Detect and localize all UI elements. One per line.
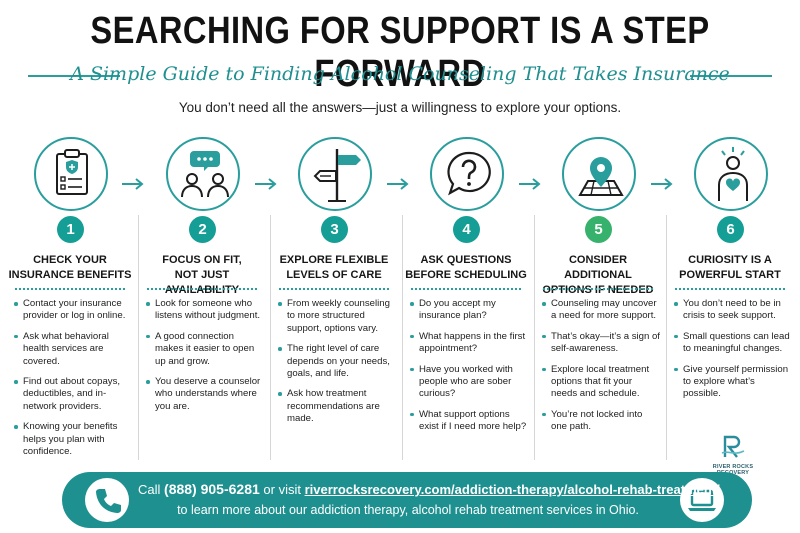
column-divider: [534, 215, 535, 460]
step-number: 1: [57, 216, 84, 243]
two-people-chat-icon: [166, 137, 240, 211]
subtitle-row: A Simple Guide to Finding Alcohol Counse…: [0, 63, 800, 89]
list-item: The right level of care depends on your …: [278, 343, 396, 380]
list-item: Ask what behavioral health services are …: [14, 331, 132, 368]
column-divider: [270, 215, 271, 460]
page-subtitle: A Simple Guide to Finding Alcohol Counse…: [70, 63, 730, 85]
arrow-right-icon: [122, 178, 144, 190]
river-rocks-logo-icon: [721, 435, 745, 458]
contact-banner: [62, 472, 752, 528]
step-bullets: Do you accept my insurance plan? What ha…: [410, 298, 528, 442]
list-item: What happens in the first appointment?: [410, 331, 528, 356]
banner-description: to learn more about our addiction therap…: [177, 503, 639, 517]
dotted-divider: [15, 288, 125, 290]
map-pin-icon: [562, 137, 636, 211]
call-prefix: Call: [138, 482, 161, 497]
step-number: 6: [717, 216, 744, 243]
signpost-icon: [298, 137, 372, 211]
list-item: You don’t need to be in crisis to seek s…: [674, 298, 792, 323]
subtitle-rule-right: [690, 75, 772, 77]
step-number: 4: [453, 216, 480, 243]
column-divider: [138, 215, 139, 460]
list-item: You’re not locked into one path.: [542, 409, 660, 434]
list-item: Counseling may uncover a need for more s…: [542, 298, 660, 323]
step-bullets: Counseling may uncover a need for more s…: [542, 298, 660, 442]
phone-icon[interactable]: [85, 478, 129, 522]
subtitle-rule-left: [28, 75, 120, 77]
list-item: Find out about copays, deductibles, and …: [14, 376, 132, 413]
step-bullets: Look for someone who listens without jud…: [146, 298, 264, 421]
step-number: 2: [189, 216, 216, 243]
list-item: Knowing your benefits helps you plan wit…: [14, 421, 132, 458]
step-number: 5: [585, 216, 612, 243]
list-item: From weekly counseling to more structure…: [278, 298, 396, 335]
list-item: That’s okay—it’s a sign of self-awarenes…: [542, 331, 660, 356]
brand-logo: RIVER ROCKS RECOVERY: [703, 433, 763, 476]
tagline: You don’t need all the answers—just a wi…: [178, 100, 622, 115]
page-title: SEARCHING FOR SUPPORT IS A STEP FORWARD: [90, 10, 710, 95]
step-bullets: From weekly counseling to more structure…: [278, 298, 396, 434]
arrow-right-icon: [387, 178, 409, 190]
question-bubble-icon: [430, 137, 504, 211]
arrow-right-icon: [255, 178, 277, 190]
list-item: Give yourself permission to explore what…: [674, 364, 792, 401]
step-number: 3: [321, 216, 348, 243]
clipboard-checklist-icon: [34, 137, 108, 211]
dotted-divider: [147, 288, 257, 290]
person-heart-icon: [694, 137, 768, 211]
phone-number-link[interactable]: (888) 905-6281: [164, 481, 260, 497]
dotted-divider: [279, 288, 389, 290]
list-item: Do you accept my insurance plan?: [410, 298, 528, 323]
list-item: Small questions can lead to meaningful c…: [674, 331, 792, 356]
list-item: Ask how treatment recommendations are ma…: [278, 388, 396, 425]
step-bullets: Contact your insurance provider or log i…: [14, 298, 132, 466]
list-item: What support options exist if I need mor…: [410, 409, 528, 434]
list-item: Explore local treatment options that fit…: [542, 364, 660, 401]
arrow-right-icon: [651, 178, 673, 190]
column-divider: [666, 215, 667, 460]
laptop-icon[interactable]: [680, 478, 724, 522]
list-item: Contact your insurance provider or log i…: [14, 298, 132, 323]
arrow-right-icon: [519, 178, 541, 190]
dotted-divider: [411, 288, 521, 290]
dotted-divider: [543, 288, 653, 290]
list-item: Look for someone who listens without jud…: [146, 298, 264, 323]
step-heading: FOCUS ON FIT,NOT JUST AVAILABILITY: [162, 254, 242, 296]
step-bullets: You don’t need to be in crisis to seek s…: [674, 298, 792, 409]
column-divider: [402, 215, 403, 460]
list-item: You deserve a counselor who understands …: [146, 376, 264, 413]
list-item: A good connection makes it easier to ope…: [146, 331, 264, 368]
list-item: Have you worked with people who are sobe…: [410, 364, 528, 401]
website-link[interactable]: riverrocksrecovery.com/addiction-therapy…: [304, 482, 720, 497]
banner-contact-line: Call (888) 905-6281 or visit riverrocksr…: [138, 481, 720, 497]
visit-text: or visit: [263, 482, 301, 497]
dotted-divider: [675, 288, 785, 290]
